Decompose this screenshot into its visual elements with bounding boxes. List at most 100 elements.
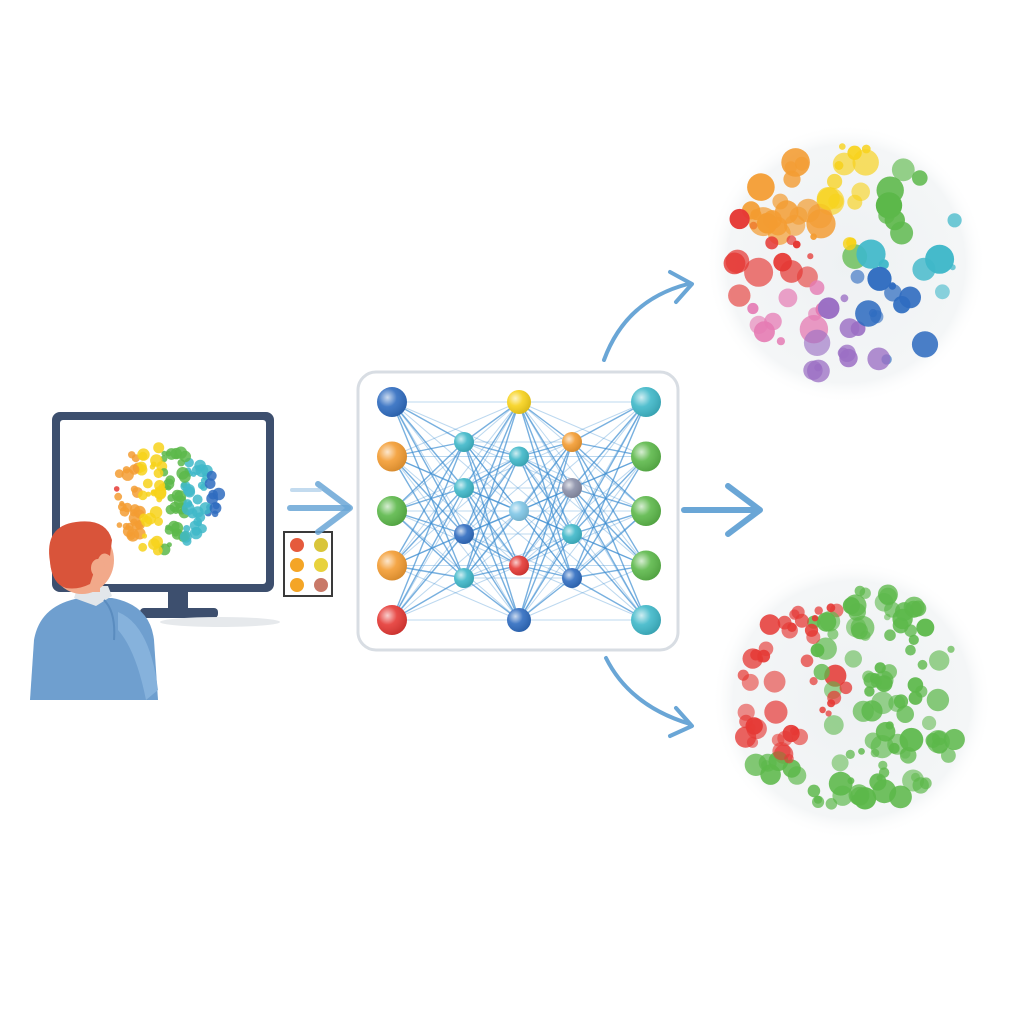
cluster-dot	[905, 644, 916, 656]
network-edge	[571, 487, 647, 566]
cluster-dot	[765, 236, 779, 250]
network-edge	[518, 456, 647, 621]
cluster-dot	[753, 321, 775, 343]
cluster-dot	[878, 760, 888, 770]
network-edge	[571, 456, 647, 579]
screen-dot	[130, 518, 138, 526]
cluster-dot	[935, 284, 950, 300]
cluster-dot	[816, 187, 840, 210]
cluster-dot	[884, 283, 902, 302]
screen-dot	[138, 490, 148, 501]
network-edge	[518, 456, 647, 566]
screen-dot	[129, 464, 140, 475]
network-edge	[518, 441, 573, 512]
network-node-highlight	[454, 568, 474, 588]
cluster-dot	[729, 208, 750, 230]
screen-dot	[195, 512, 206, 523]
cluster-dot	[827, 628, 839, 640]
network-edge	[391, 401, 520, 621]
cluster-dot	[776, 337, 786, 346]
output-arrows	[602, 270, 763, 738]
cluster-dot	[747, 173, 775, 201]
cluster-dot	[791, 728, 808, 746]
network-edge	[571, 401, 647, 489]
cluster-dot	[839, 318, 860, 338]
screen-dot	[116, 522, 123, 528]
network-edge	[518, 510, 573, 579]
cluster-dot	[870, 748, 880, 758]
cluster-dot	[809, 280, 825, 295]
legend-swatch	[290, 578, 304, 592]
screen-dot-cluster	[113, 442, 226, 556]
legend-swatch	[314, 578, 328, 592]
cluster-dot	[786, 235, 797, 246]
cluster-dot	[874, 662, 886, 674]
network-edge	[463, 441, 520, 566]
legend-swatch	[290, 538, 304, 552]
network-node-highlight	[454, 478, 474, 498]
cluster-dot	[837, 347, 849, 359]
screen-dot	[174, 446, 188, 459]
cluster-dot	[867, 266, 892, 291]
network-node-highlight	[562, 524, 582, 544]
screen-dot	[199, 502, 212, 515]
cluster-dot	[728, 284, 751, 307]
network-edge	[518, 565, 647, 621]
network-edge	[518, 487, 573, 566]
network-edge	[391, 456, 520, 566]
color-legend-card	[283, 531, 333, 597]
screen-dot	[197, 524, 207, 534]
cluster-dot	[741, 673, 759, 691]
network-edge	[391, 401, 465, 535]
network-node-highlight	[631, 496, 661, 526]
network-node-highlight	[631, 387, 661, 417]
network-node-highlight	[562, 568, 582, 588]
network-edge	[463, 487, 573, 579]
cluster-dot	[812, 795, 825, 809]
cluster-dot	[827, 173, 843, 190]
cluster-dot	[809, 677, 818, 686]
screen-dot	[141, 533, 148, 539]
network-edge	[518, 456, 647, 512]
cluster-dot	[943, 728, 965, 751]
network-edge	[518, 565, 647, 621]
cluster-dot	[895, 602, 914, 621]
cluster-dot	[823, 715, 844, 735]
cluster-dot	[842, 237, 857, 251]
cluster-dot	[768, 216, 788, 236]
screen-dot	[138, 542, 148, 552]
cluster-dot	[856, 239, 886, 269]
network-edge	[463, 441, 573, 535]
cluster-dot	[947, 645, 955, 653]
cluster-dot	[888, 282, 897, 290]
arrow-to-top-cluster	[602, 282, 690, 362]
cluster-dot	[863, 672, 880, 689]
cluster-dot	[844, 650, 862, 668]
cluster-dot	[810, 643, 825, 658]
screen-dot	[166, 542, 172, 548]
person-avatar	[30, 521, 158, 700]
cluster-dot	[827, 690, 842, 705]
cluster-dot	[757, 649, 771, 663]
network-edge	[463, 533, 520, 567]
cluster-dot	[912, 257, 936, 281]
cluster-dot	[949, 264, 956, 271]
network-edge	[518, 510, 647, 621]
network-edge	[571, 441, 647, 512]
cluster-dot	[839, 143, 846, 150]
network-node-highlight	[631, 441, 661, 472]
cluster-dot	[929, 650, 950, 671]
cluster-dot	[760, 764, 781, 785]
cluster-dot	[780, 260, 803, 283]
cluster-dot	[891, 158, 915, 182]
network-edge	[463, 487, 520, 566]
network-edge	[518, 456, 573, 579]
cluster-dot	[875, 192, 903, 219]
input-workstation	[30, 412, 333, 700]
network-edge	[463, 455, 520, 489]
network-edge	[571, 441, 647, 621]
screen-dot	[167, 494, 176, 502]
network-edge	[391, 441, 465, 512]
network-edge	[518, 401, 647, 566]
